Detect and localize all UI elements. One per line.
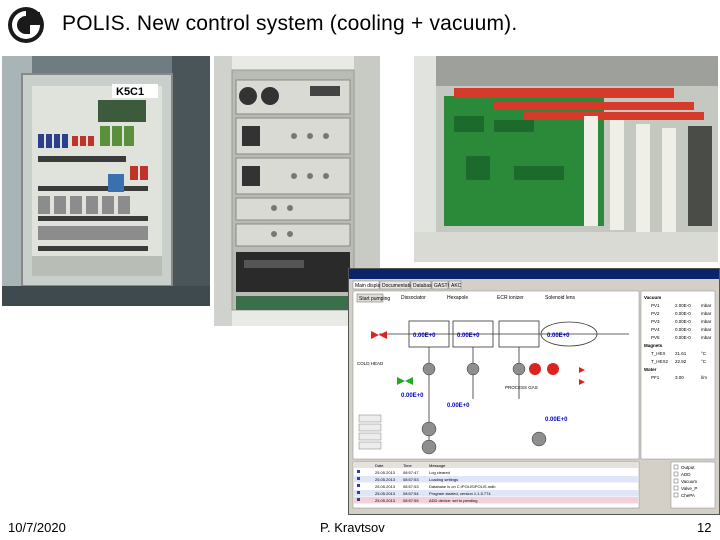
- log-cell: Program started, version 1.1.5.774: [429, 491, 491, 496]
- checkbox-label: Vacuum: [681, 479, 697, 484]
- reading-name: PV5: [651, 335, 660, 340]
- reading-value: 0.00E-0: [675, 327, 691, 332]
- checkbox-label: ChePA: [681, 493, 695, 498]
- log-row-icon: [357, 470, 360, 473]
- value-1: 0.00E+0: [413, 333, 436, 339]
- start-pumping-button: Start pumping: [359, 296, 390, 302]
- reading-value: 2.00E-0: [675, 303, 691, 308]
- cabinet-label: K5C1: [116, 86, 144, 98]
- log-cell: 08:57:54: [403, 491, 419, 496]
- section-solenoid: Solenoid lens: [545, 295, 576, 301]
- checkbox-label: Valve_P: [681, 486, 697, 491]
- reading-name: Vacuum: [644, 295, 661, 300]
- log-col-time: Time: [403, 463, 413, 468]
- log-cell: 25.05.2013: [375, 498, 396, 503]
- log-row: [354, 483, 638, 490]
- log-cell: 08:57:53: [403, 484, 419, 489]
- reading-unit: mbar: [701, 319, 712, 324]
- reading-value: 22.92: [675, 359, 687, 364]
- section-hexapole: Hexapole: [447, 295, 468, 301]
- log-col-date: Date: [375, 463, 384, 468]
- tab-main: Main display: [355, 283, 383, 289]
- log-cell: 08:57:55: [403, 498, 419, 503]
- section-ecr: ECR ionizer: [497, 295, 524, 301]
- reading-name: PF1: [651, 375, 660, 380]
- log-cell: 25.05.2013: [375, 484, 396, 489]
- tab-gastc: GASTC: [434, 283, 452, 289]
- tab-documentation: Documentation: [382, 283, 416, 289]
- reading-value: 0.00E-0: [675, 319, 691, 324]
- value-4: 0.00E+0: [401, 393, 424, 399]
- log-cell: Database is on C:\POLIS\POLIS.mdb: [429, 484, 496, 489]
- value-3: 0.00E+0: [547, 333, 570, 339]
- log-cell: 08:57:53: [403, 477, 419, 482]
- reading-unit: mbar: [701, 303, 712, 308]
- reading-unit: l/m: [701, 375, 707, 380]
- page-number: 12: [697, 520, 712, 535]
- log-cell: 25.05.2013: [375, 477, 396, 482]
- checkbox[interactable]: [673, 464, 679, 470]
- checkbox[interactable]: [673, 471, 679, 477]
- log-row-icon: [357, 491, 360, 494]
- log-cell: ADD device: set to pending: [429, 498, 477, 503]
- reading-name: PV4: [651, 327, 660, 332]
- checkbox[interactable]: [673, 478, 679, 484]
- log-cell: Log cleared: [429, 470, 450, 475]
- reading-name: PV1: [651, 303, 660, 308]
- polis-logo: [8, 7, 44, 43]
- log-cell: 25.05.2013: [375, 470, 396, 475]
- process-gas-label: PROCESS GAS: [505, 385, 538, 390]
- checkbox-label: Output: [681, 465, 695, 470]
- log-cell: Loading settings: [429, 477, 458, 482]
- checkbox[interactable]: [673, 492, 679, 498]
- log-row-icon: [357, 484, 360, 487]
- reading-value: 21.61: [675, 351, 687, 356]
- log-row: [354, 490, 638, 497]
- log-row: [354, 476, 638, 483]
- footer-author: P. Kravtsov: [320, 520, 385, 535]
- log-cell: 08:57:47: [403, 470, 419, 475]
- reading-name: Magnets: [644, 343, 663, 348]
- reading-name: PV2: [651, 311, 660, 316]
- electronics-rack-photo: [214, 56, 380, 326]
- reading-unit: mbar: [701, 327, 712, 332]
- log-row: [354, 497, 638, 504]
- reading-value: 0.00E-0: [675, 311, 691, 316]
- reading-value: 0.00E-0: [675, 335, 691, 340]
- reading-value: 3.00: [675, 375, 684, 380]
- reading-name: PV3: [651, 319, 660, 324]
- log-col-message: Message: [429, 463, 446, 468]
- checkbox[interactable]: [673, 485, 679, 491]
- reading-unit: °C: [701, 351, 707, 356]
- section-dissociator: Dissociator: [401, 295, 426, 301]
- reading-name: T_HEX: [651, 351, 666, 356]
- control-cabinet-photo: K5C1: [2, 56, 210, 306]
- log-row-icon: [357, 477, 360, 480]
- checkbox-label: ADD: [681, 472, 691, 477]
- log-row: [354, 469, 638, 476]
- control-software-screenshot: Main display Documentation Database GAST…: [348, 268, 720, 515]
- reading-name: T_HEX2: [651, 359, 669, 364]
- cold-head-label: COLD HEAD: [357, 361, 384, 366]
- reading-unit: mbar: [701, 311, 712, 316]
- log-cell: 25.05.2013: [375, 491, 396, 496]
- circuit-boards-photo: [414, 56, 718, 262]
- value-5: 0.00E+0: [447, 403, 470, 409]
- reading-unit: mbar: [701, 335, 712, 340]
- log-row-icon: [357, 498, 360, 501]
- reading-name: Water: [644, 367, 657, 372]
- reading-unit: °C: [701, 359, 707, 364]
- footer-date: 10/7/2020: [8, 520, 66, 535]
- value-2: 0.00E+0: [457, 333, 480, 339]
- tab-database: Database: [413, 283, 435, 289]
- tab-akc: AKC: [451, 283, 462, 289]
- value-6: 0.00E+0: [545, 417, 568, 423]
- slide-title: POLIS. New control system (cooling + vac…: [62, 12, 518, 35]
